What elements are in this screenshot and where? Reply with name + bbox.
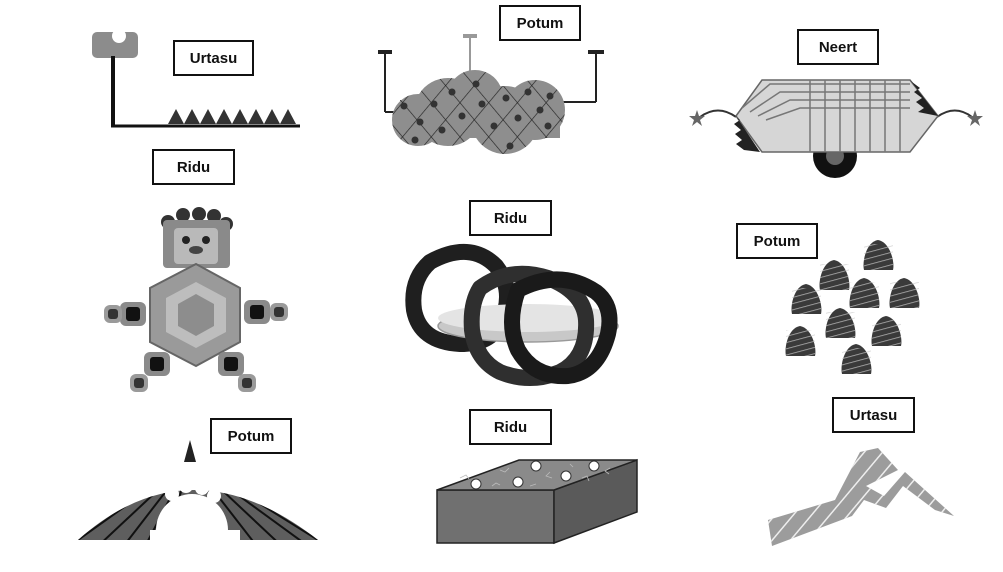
spotted-cloud-figure — [378, 34, 604, 154]
label-ridu-bottom: Ridu — [469, 409, 552, 445]
speckled-block-figure — [436, 458, 638, 545]
label-neert: Neert — [797, 29, 879, 65]
label-potum-right: Potum — [736, 223, 818, 259]
hexagon-robot-figure — [104, 207, 288, 392]
zigzag-figure — [768, 448, 954, 546]
label-urtasu-top: Urtasu — [173, 40, 254, 76]
seed-cluster-figure — [785, 240, 920, 374]
label-potum-top: Potum — [499, 5, 581, 41]
cart-figure — [689, 79, 983, 178]
label-urtasu-bottom: Urtasu — [832, 397, 915, 433]
spiky-lamp-figure — [92, 29, 300, 128]
dome-figure — [78, 440, 318, 572]
label-ridu-center: Ridu — [469, 200, 552, 236]
label-potum-bottom: Potum — [210, 418, 292, 454]
linked-rings-figure — [405, 243, 619, 386]
label-ridu-left: Ridu — [152, 149, 235, 185]
